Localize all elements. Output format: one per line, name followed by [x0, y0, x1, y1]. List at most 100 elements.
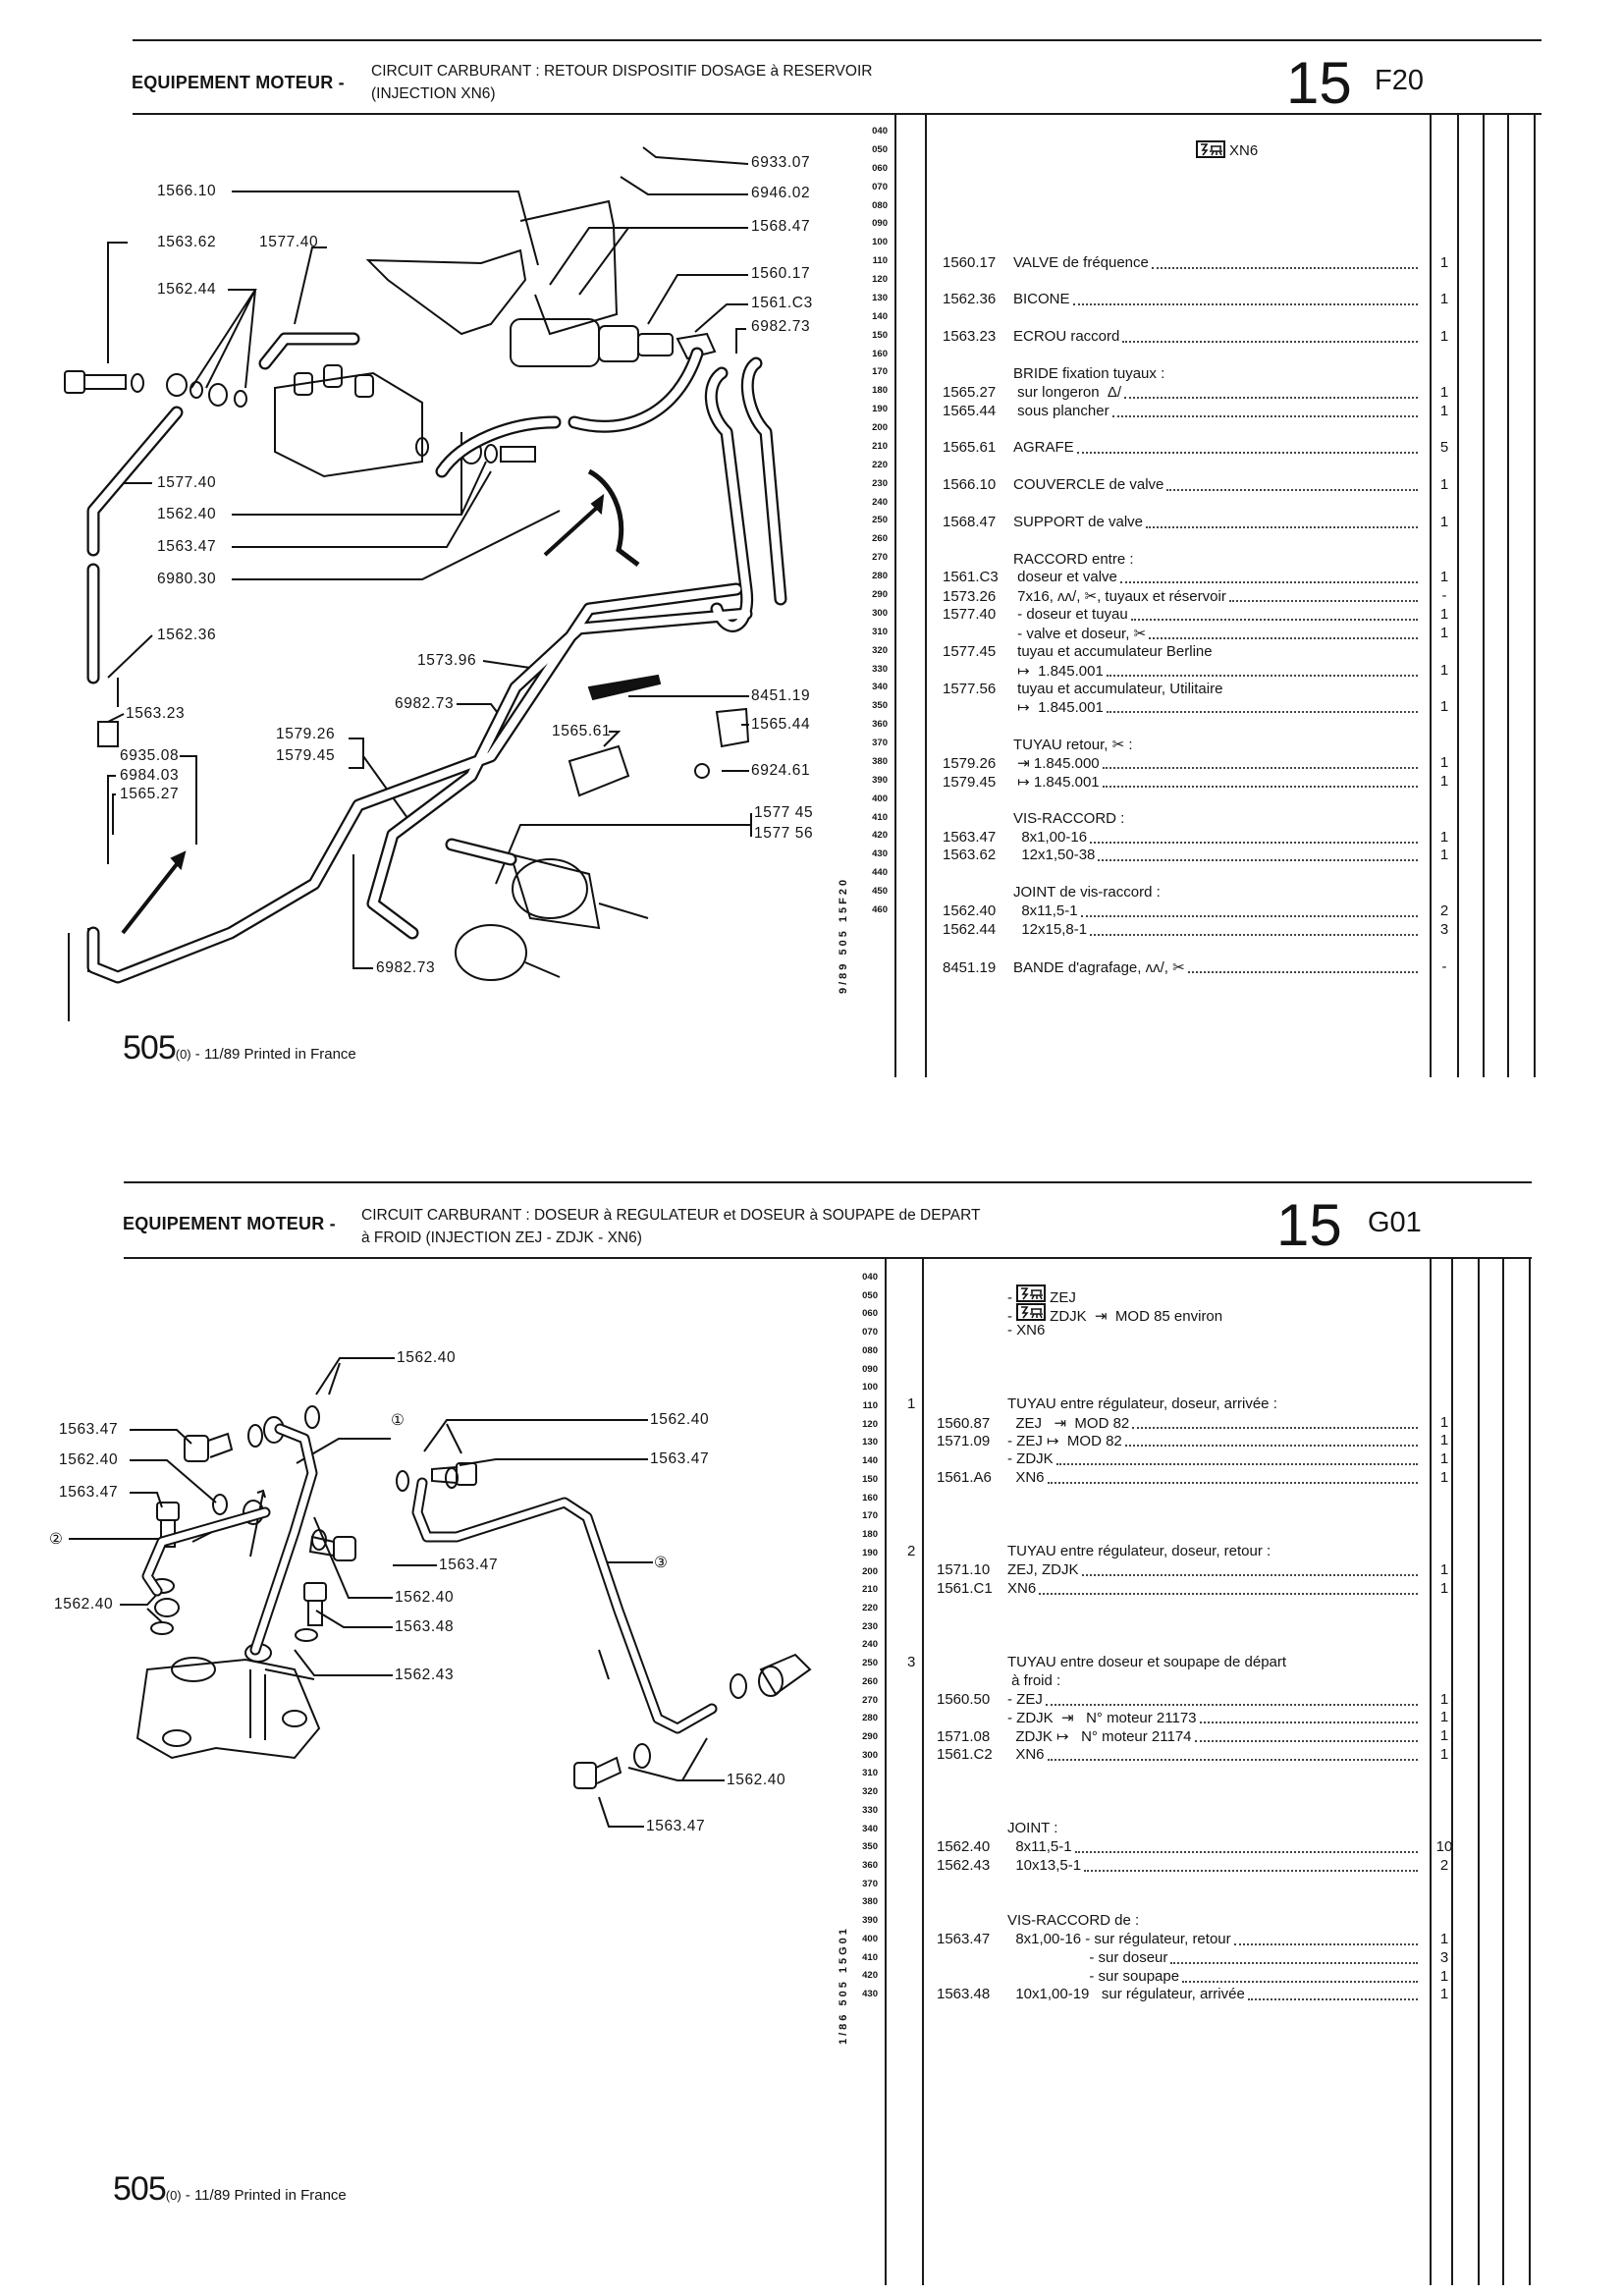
callout-label: 1565.27	[120, 786, 180, 802]
line-number: 240	[872, 496, 888, 508]
plate-reference-code: 1/86 505 15G01	[838, 1926, 849, 2045]
part-quantity: 10	[1435, 1838, 1453, 1855]
part-description: à froid :	[1007, 1671, 1061, 1689]
parts-list-row: VIS-RACCORD :	[943, 810, 1424, 829]
part-number: 1579.26	[943, 755, 997, 773]
banjo-bolt	[303, 1582, 327, 1626]
leader-line	[232, 191, 539, 266]
line-number: 180	[872, 385, 888, 397]
part-number: 1562.43	[937, 1856, 991, 1874]
line-number: 260	[862, 1675, 878, 1687]
callout-label: 1565.61	[552, 723, 612, 739]
parts-list-row: - valve et doseur, ✂1	[943, 625, 1448, 643]
part-quantity: 1	[1439, 661, 1449, 679]
dot-leader	[1039, 1592, 1418, 1595]
part-quantity: 3	[1439, 1948, 1449, 1966]
line-number: 280	[862, 1713, 878, 1724]
line-number: 050	[872, 143, 888, 155]
variant-label: ZEJ	[1050, 1289, 1076, 1306]
qty-column-divider	[1529, 1259, 1531, 2285]
part-description: TUYAU entre régulateur, doseur, retour :	[1007, 1543, 1271, 1560]
line-number: 070	[872, 181, 888, 192]
part-number: 1577.40	[943, 606, 997, 624]
part-description: tuyau et accumulateur Berline	[1013, 642, 1213, 660]
line-number: 340	[872, 682, 888, 693]
parts-list-row: 1563.48 10x1,00-19 sur régulateur, arriv…	[937, 1986, 1448, 2004]
part-number: 1562.40	[937, 1838, 991, 1855]
callout-label: 1577.40	[259, 234, 319, 250]
qty-column-divider	[1430, 115, 1432, 1077]
callout-label: 6980.30	[157, 571, 217, 587]
fuel-regulator	[135, 1658, 321, 1760]
parts-list-row: TUYAU retour, ✂ :	[943, 736, 1424, 754]
column-divider	[922, 1259, 924, 2285]
top-rule	[133, 39, 1542, 41]
part-quantity: 1	[1439, 291, 1449, 308]
callout-label: 6924.61	[751, 762, 811, 779]
parts-list-row: 1577.45 tuyau et accumulateur Berline	[943, 643, 1424, 662]
parts-list-row: 1577.56 tuyau et accumulateur, Utilitair…	[943, 681, 1424, 699]
part-quantity: 1	[1439, 1727, 1449, 1745]
dot-leader	[1047, 1481, 1418, 1484]
plate-title-line-1: CIRCUIT CARBURANT : RETOUR DISPOSITIF DO…	[371, 63, 873, 80]
part-quantity: 1	[1439, 513, 1449, 530]
plate-title-line-2: à FROID (INJECTION ZEJ - ZDJK - XN6)	[361, 1230, 642, 1246]
part-description: ZEJ, ZDJK	[1007, 1561, 1079, 1578]
callout-label: 1579.26	[276, 726, 336, 742]
line-number: 370	[862, 1878, 878, 1889]
callout-label: 1562.40	[395, 1589, 455, 1606]
clamp-band	[587, 468, 640, 567]
dot-leader	[1124, 1444, 1418, 1448]
callout-number-2: ②	[49, 1531, 64, 1548]
part-description: ECROU raccord	[1013, 328, 1120, 346]
qty-column-divider	[1430, 1259, 1432, 2285]
part-quantity: -	[1441, 587, 1447, 605]
footer-text: - 11/89 Printed in France	[181, 2187, 347, 2204]
dot-leader	[1090, 933, 1418, 936]
dot-leader	[1076, 451, 1418, 455]
callout-label: 1563.47	[439, 1557, 499, 1573]
line-number: 240	[862, 1639, 878, 1651]
fuel-pipes	[86, 332, 787, 984]
line-number: 230	[862, 1620, 878, 1632]
callout-label: 1562.40	[157, 506, 217, 522]
part-number: 1563.47	[937, 1931, 991, 1947]
part-quantity: 1	[1439, 625, 1449, 641]
line-number: 400	[862, 1933, 878, 1944]
callout-label: 6982.73	[751, 318, 811, 335]
dot-leader	[1187, 970, 1418, 973]
exploded-diagram-f20	[64, 146, 787, 1021]
callout-label: 1563.48	[395, 1618, 455, 1635]
part-description: XN6	[1007, 1579, 1037, 1597]
part-description: - ZDJK	[1007, 1450, 1054, 1468]
part-number: 1561.C3	[943, 569, 999, 586]
parts-list-row: VIS-RACCORD de :	[937, 1912, 1424, 1931]
part-quantity: 1	[1439, 1690, 1449, 1708]
callout-label: 1565.44	[751, 716, 811, 733]
part-quantity: 5	[1439, 439, 1449, 457]
part-quantity: 1	[1439, 1413, 1449, 1431]
part-quantity: 2	[1439, 1856, 1449, 1874]
line-number: 220	[862, 1602, 878, 1613]
group-number: 15	[1286, 50, 1352, 116]
line-number: 210	[862, 1584, 878, 1596]
injection-icon	[1196, 140, 1225, 158]
line-number: 160	[862, 1492, 878, 1503]
item-reference-number: 1	[907, 1394, 916, 1412]
part-number: 1562.40	[943, 902, 997, 920]
callout-label: 1560.17	[751, 265, 811, 282]
part-number: 1571.10	[937, 1561, 991, 1578]
line-number: 080	[872, 199, 888, 211]
dot-leader	[1119, 580, 1418, 584]
part-quantity: 1	[1439, 1450, 1449, 1468]
dot-leader	[1233, 1942, 1418, 1945]
line-number: 230	[872, 477, 888, 489]
leader-line	[315, 1357, 395, 1395]
